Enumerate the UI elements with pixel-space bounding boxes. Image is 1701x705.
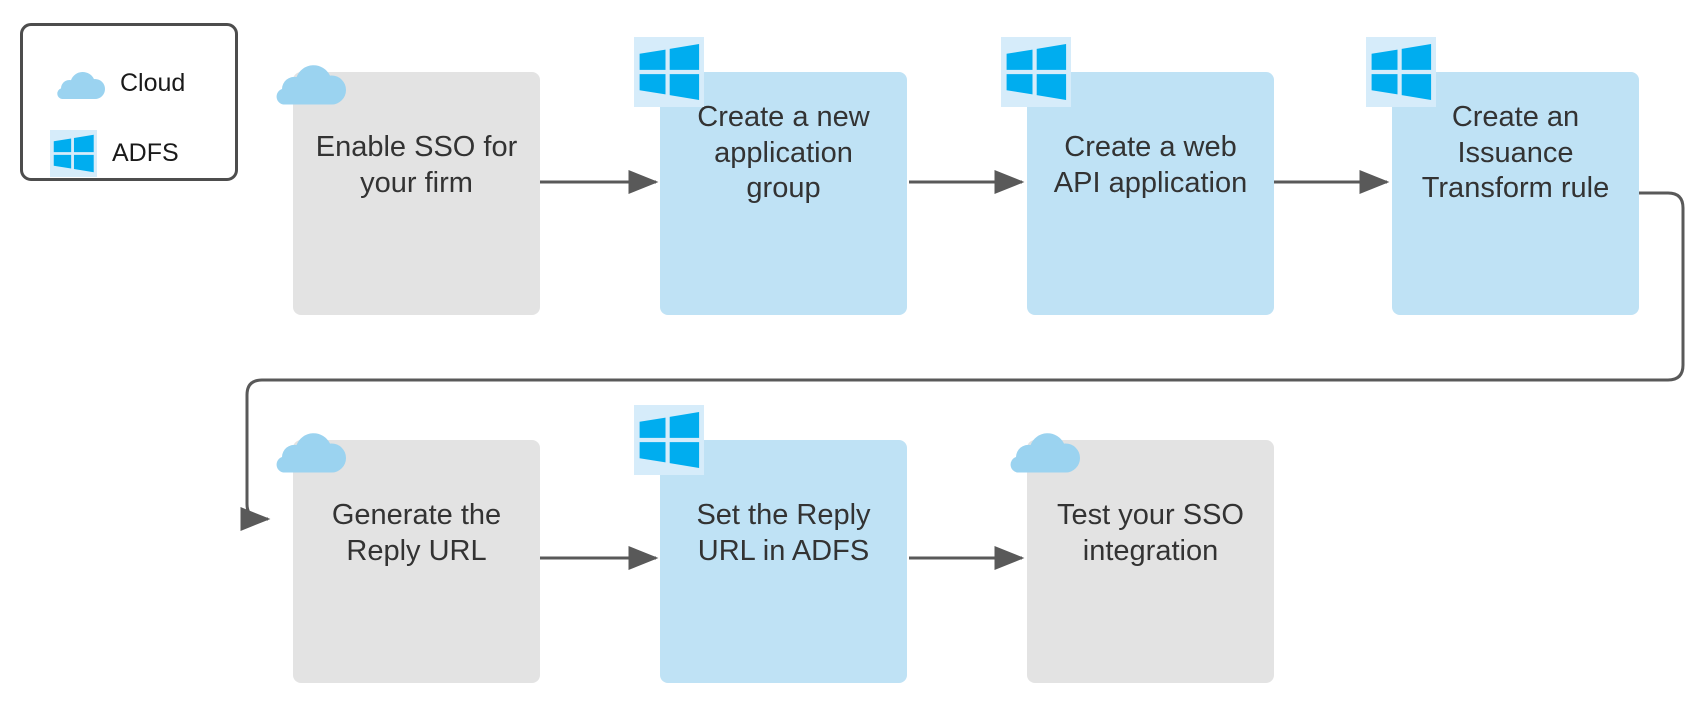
node-generate-reply-url[interactable]: Generate the Reply URL [276, 433, 540, 683]
node-create-app-group[interactable]: Create a new application group [634, 37, 907, 315]
node-label-generate-reply-url: Generate the Reply URL [331, 499, 502, 567]
node-label-create-app-group: Create a new application group [697, 101, 870, 205]
node-label-enable-sso: Enable SSO for your firm [315, 131, 518, 199]
node-label-issuance-rule: Create an Issuance Transform rule [1421, 101, 1610, 205]
node-label-create-web-api: Create a web API application [1053, 131, 1248, 199]
node-enable-sso[interactable]: Enable SSO for your firm [276, 65, 540, 315]
node-test-sso[interactable]: Test your SSO integration [1010, 433, 1274, 683]
cloud-icon [266, 59, 346, 105]
adfs-windows-icon [50, 130, 97, 177]
node-create-web-api[interactable]: Create a web API application [1001, 37, 1274, 315]
cloud-icon [266, 427, 346, 473]
node-set-reply-url[interactable]: Set the Reply URL in ADFS [634, 405, 907, 683]
node-label-set-reply-url: Set the Reply URL in ADFS [696, 499, 871, 567]
legend-item-cloud: Cloud [50, 68, 185, 99]
legend-label-adfs: ADFS [112, 139, 179, 167]
adfs-windows-icon [634, 37, 704, 107]
legend-box: Cloud ADFS [20, 23, 238, 181]
cloud-icon [50, 68, 105, 99]
adfs-windows-icon [634, 405, 704, 475]
adfs-windows-icon [1001, 37, 1071, 107]
node-issuance-rule[interactable]: Create an Issuance Transform rule [1366, 37, 1639, 315]
cloud-icon [1000, 427, 1080, 473]
node-label-test-sso: Test your SSO integration [1057, 499, 1244, 567]
legend-label-cloud: Cloud [120, 69, 186, 97]
adfs-windows-icon [1366, 37, 1436, 107]
legend-item-adfs: ADFS [50, 130, 179, 177]
